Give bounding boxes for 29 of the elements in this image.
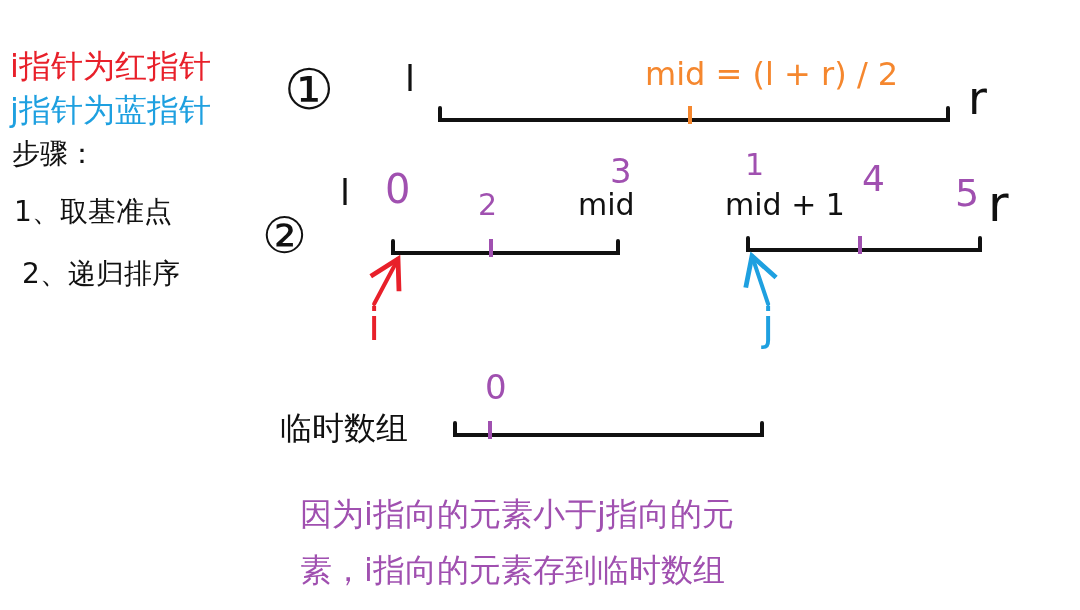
index-number: 2 (478, 188, 498, 223)
circled-number: ① (284, 58, 335, 123)
array-label: 临时数组 (280, 410, 408, 447)
bound-label: mid + 1 (725, 188, 845, 223)
bound-label: r (988, 176, 1009, 234)
heading-text: 步骤： (12, 138, 96, 171)
pointer-label: i (368, 300, 381, 351)
formula-text: mid = (l + r) / 2 (645, 56, 899, 93)
note-text: i指针为红指针 (10, 48, 211, 85)
pointer-label: j (762, 300, 775, 351)
pointer-arrow (368, 256, 402, 306)
index-number: 1 (745, 148, 765, 183)
index-number: 5 (955, 172, 980, 216)
explanation-text: 因为i指向的元素小于j指向的元素，i指向的元素存到临时数组 (300, 494, 735, 591)
bound-label: r (968, 72, 987, 125)
bound-label: l (340, 172, 350, 214)
array-bar-drawing (453, 421, 764, 439)
array-bar-drawing (391, 239, 620, 257)
bound-label: l (405, 58, 415, 100)
index-number: 4 (862, 158, 885, 200)
circled-number: ② (262, 208, 307, 266)
array-bar-drawing (746, 236, 982, 254)
pointer-arrow (743, 253, 779, 306)
array-bar-drawing (438, 106, 950, 124)
index-number: 0 (485, 368, 507, 408)
note-text: j指针为蓝指针 (10, 92, 211, 129)
step-text: 1、取基准点 (14, 196, 172, 229)
step-text: 2、递归排序 (22, 258, 180, 291)
index-number: 0 (385, 166, 411, 212)
